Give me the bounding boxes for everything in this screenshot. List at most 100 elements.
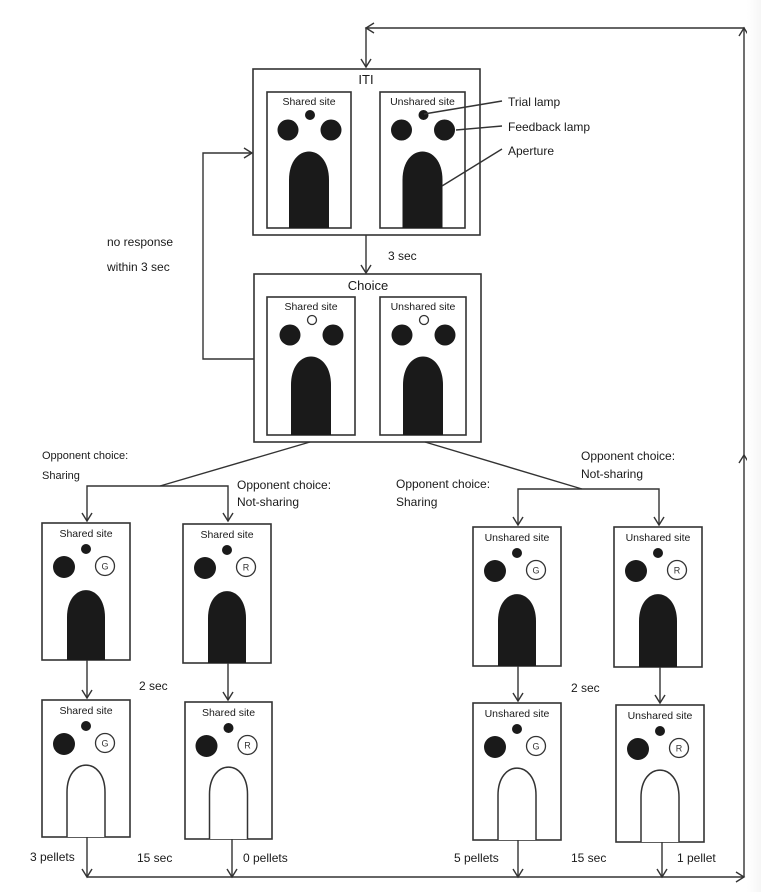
feedback-letter: G xyxy=(101,562,108,572)
reward-delay-left: 15 sec xyxy=(137,851,172,865)
arrowhead-icon xyxy=(735,871,746,883)
left-branch-diagonal xyxy=(159,441,311,487)
page-edge-shade xyxy=(747,0,761,892)
iti-title: ITI xyxy=(358,72,373,87)
stage-iti: ITI Shared site Unshared site xyxy=(252,68,481,236)
site-label: Shared site xyxy=(282,96,335,108)
feedback-lamp-red-icon xyxy=(666,559,688,581)
aperture-label: Aperture xyxy=(508,144,554,158)
site-label: Unshared site xyxy=(626,532,691,544)
right-sharing-label-2: Sharing xyxy=(396,495,437,509)
iti-to-choice-delay: 3 sec xyxy=(388,249,417,263)
trial-lamp-label: Trial lamp xyxy=(508,95,561,109)
feedback-lamp-left-icon xyxy=(195,735,218,757)
site-label: Shared site xyxy=(200,529,253,541)
choice-unshared-site-panel: Unshared site xyxy=(379,296,467,436)
feedback-lamp-right-icon xyxy=(320,119,342,141)
iti-shared-site-panel: Shared site xyxy=(266,91,352,229)
site-label: Unshared site xyxy=(391,301,456,313)
arrowhead-icon xyxy=(360,264,372,275)
arrowhead-icon xyxy=(81,689,93,700)
feedback-lamp-left-icon xyxy=(627,738,649,760)
aperture-open-icon xyxy=(66,764,106,837)
right-sharing-label-1: Opponent choice: xyxy=(396,477,490,491)
feedback-lamp-green-icon xyxy=(94,555,116,577)
arrowhead-icon xyxy=(243,147,254,159)
trial-lamp-icon xyxy=(223,723,234,733)
trial-lamp-icon xyxy=(305,110,315,120)
arrowhead-icon xyxy=(512,516,524,527)
left-sharing-label-1: Opponent choice: xyxy=(42,450,128,462)
site-label: Shared site xyxy=(59,528,112,540)
feedback-lamp-left-icon xyxy=(625,560,647,582)
aperture-closed-icon xyxy=(498,594,536,666)
aperture-open-icon xyxy=(640,769,680,842)
stage-choice: Choice Shared site Unshared site xyxy=(253,273,482,443)
left-branch-split xyxy=(86,485,229,521)
right-branch-split xyxy=(517,488,660,525)
feedback-lamp-left-icon xyxy=(194,557,216,579)
trial-lamp-icon xyxy=(81,721,91,731)
pellets-label-2: 5 pellets xyxy=(454,851,499,865)
arrowhead-icon xyxy=(222,691,234,702)
feedback-lamp-red-icon xyxy=(237,734,258,756)
trial-lamp-icon xyxy=(418,110,429,120)
left-sharing-label-2: Sharing xyxy=(42,470,80,482)
aperture-leader xyxy=(441,148,503,187)
site-label: Unshared site xyxy=(390,96,455,108)
feedback-lamp-red-icon xyxy=(235,556,257,578)
feedback-letter: R xyxy=(676,744,683,754)
feedback-lamp-left-icon xyxy=(484,736,506,758)
feedback-lamp-left-icon xyxy=(279,324,301,346)
aperture-icon xyxy=(291,356,331,435)
feedback-delay-left: 2 sec xyxy=(139,679,168,693)
reward-delay-right: 15 sec xyxy=(571,851,606,865)
feedback-lamp-right-icon xyxy=(434,324,456,346)
left-notsharing-label-1: Opponent choice: xyxy=(237,478,331,492)
pellets-label-3: 1 pellet xyxy=(677,851,716,865)
arrowhead-icon xyxy=(512,692,524,703)
trial-lamp-icon xyxy=(653,548,663,558)
feedback-lamp-red-icon xyxy=(668,737,690,759)
trial-lamp-icon xyxy=(81,544,91,554)
site-label: Unshared site xyxy=(485,708,550,720)
no-response-label-2: within 3 sec xyxy=(106,260,170,274)
trial-lamp-leader xyxy=(423,100,503,115)
choice-shared-site-panel: Shared site xyxy=(266,296,356,436)
trial-lamp-icon xyxy=(306,314,318,326)
pellets-label-1: 0 pellets xyxy=(243,851,288,865)
trial-lamp-icon xyxy=(418,314,430,326)
feedback-letter: R xyxy=(243,563,250,573)
pellets-label-0: 3 pellets xyxy=(30,850,75,864)
arrowhead-icon xyxy=(222,512,234,523)
arrowhead-icon xyxy=(654,694,666,705)
right-branch-diagonal xyxy=(424,441,583,490)
feedback-lamp-left-icon xyxy=(277,119,299,141)
right-notsharing-label-2: Not-sharing xyxy=(581,467,643,481)
aperture-open-icon xyxy=(208,766,249,839)
feedback-lamp-left-icon xyxy=(391,324,413,346)
feedback-letter: R xyxy=(244,741,251,751)
aperture-closed-icon xyxy=(67,590,105,660)
arrowhead-icon xyxy=(81,512,93,523)
feedback-lamp-green-icon xyxy=(94,732,116,754)
feedback-letter: R xyxy=(674,566,681,576)
aperture-open-icon xyxy=(497,767,537,840)
site-label: Unshared site xyxy=(485,532,550,544)
feedback-lamp-green-icon xyxy=(525,559,547,581)
trial-lamp-icon xyxy=(655,726,665,736)
no-response-label-1: no response xyxy=(107,235,173,249)
feedback-lamp-green-icon xyxy=(525,735,547,757)
aperture-closed-icon xyxy=(208,591,246,663)
arrowhead-icon xyxy=(364,22,375,34)
trial-lamp-icon xyxy=(512,548,522,558)
no-response-loop xyxy=(202,152,254,360)
feedback-letter: G xyxy=(532,742,539,752)
